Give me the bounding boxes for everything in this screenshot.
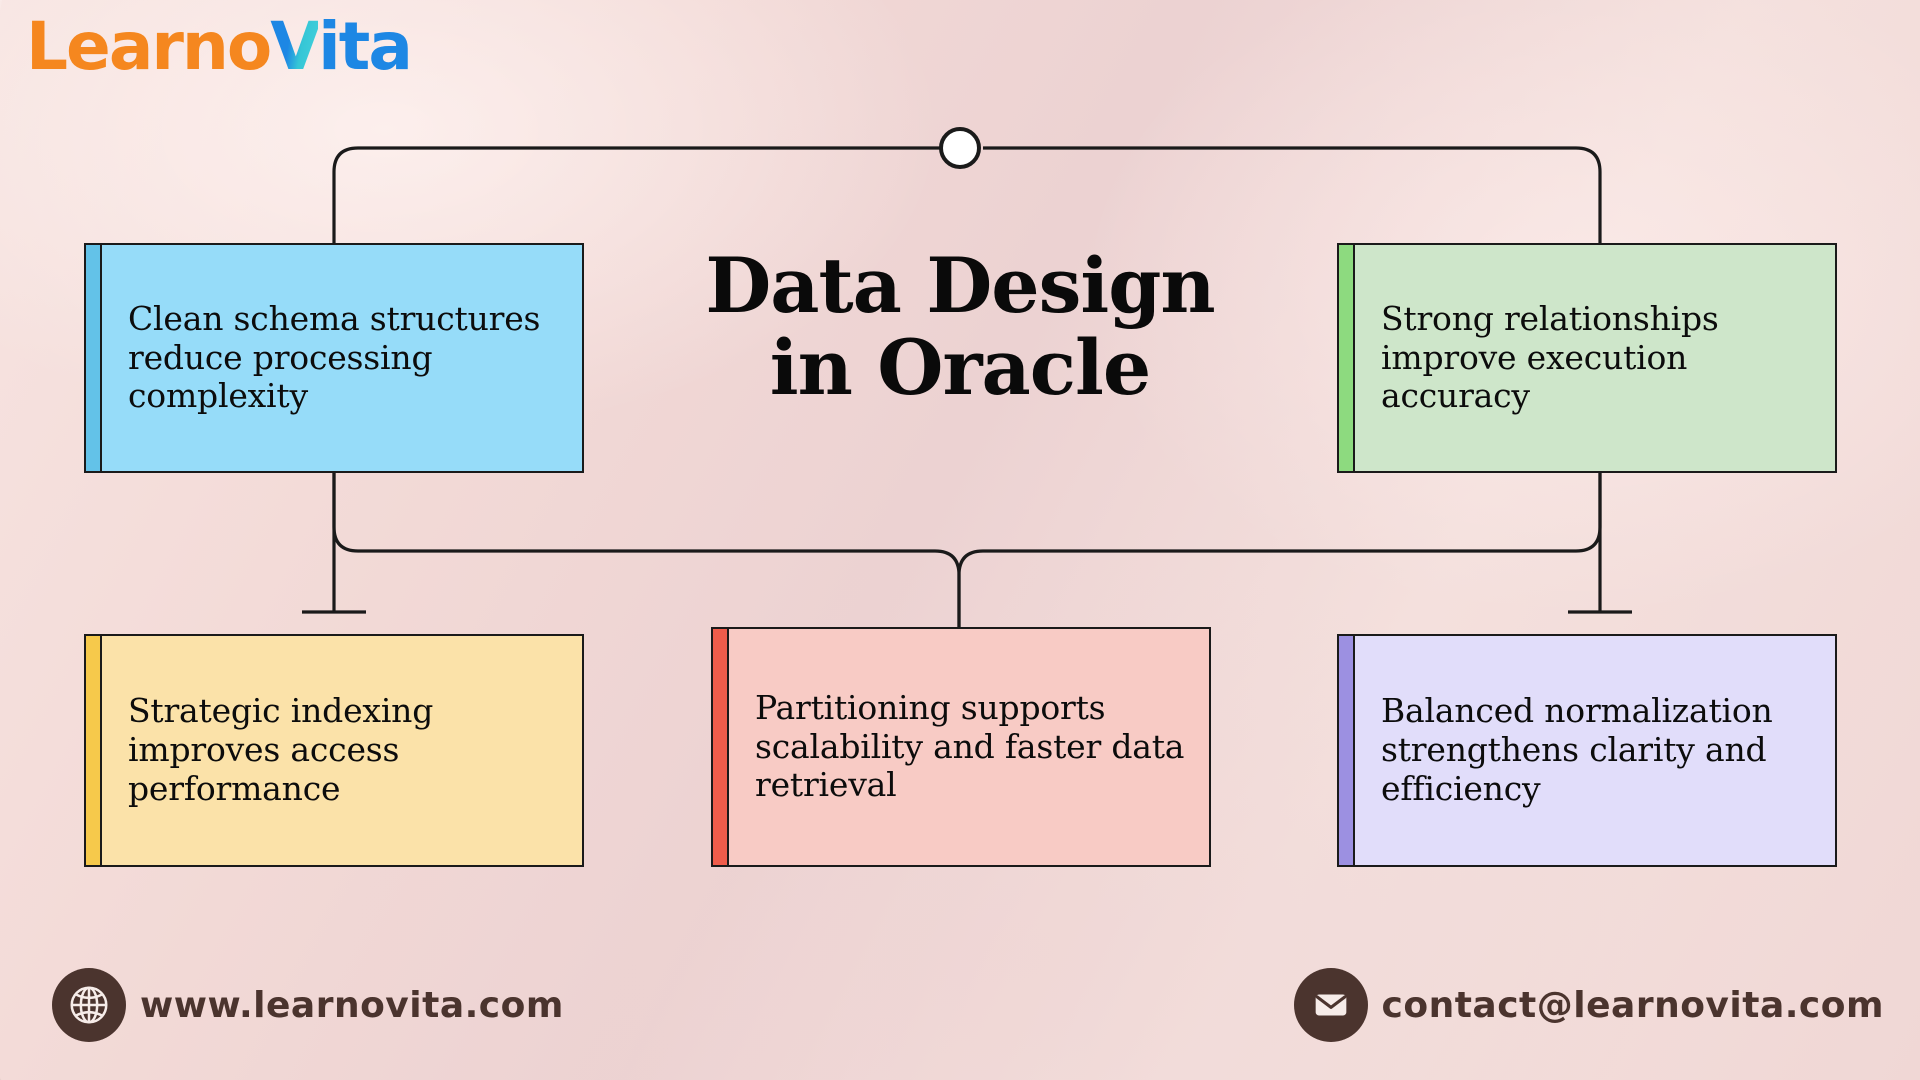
learnovita-logo: LearnoVita <box>26 14 413 80</box>
card-accent-bar <box>1339 245 1355 471</box>
logo-text-learno: Learno <box>26 8 272 85</box>
logo-text-v: V <box>270 8 320 85</box>
card-partitioning[interactable]: Partitioning supports scalability and fa… <box>711 627 1211 867</box>
card-strong-relationships[interactable]: Strong relationships improve execution a… <box>1337 243 1837 473</box>
globe-icon <box>52 968 126 1042</box>
wire-mid-left <box>332 473 961 627</box>
wire-top-left <box>332 146 945 243</box>
page-title: Data Design in Oracle <box>640 241 1280 413</box>
card-text: Strategic indexing improves access perfo… <box>128 691 434 808</box>
card-text: Clean schema structures reduce processin… <box>128 298 541 416</box>
card-body: Partitioning supports scalability and fa… <box>729 629 1209 865</box>
hub-circle-icon <box>939 127 981 169</box>
footer-website[interactable]: www.learnovita.com <box>52 968 564 1042</box>
card-body: Strategic indexing improves access perfo… <box>102 636 582 865</box>
card-accent-bar <box>713 629 729 865</box>
card-accent-bar <box>86 245 102 471</box>
email-label: contact@learnovita.com <box>1381 984 1884 1026</box>
card-balanced-normalization[interactable]: Balanced normalization strengthens clari… <box>1337 634 1837 867</box>
wire-mid-right <box>957 473 1602 627</box>
card-body: Balanced normalization strengthens clari… <box>1355 636 1835 865</box>
page-title-line-2: in Oracle <box>769 323 1152 413</box>
website-label: www.learnovita.com <box>140 984 564 1026</box>
envelope-icon <box>1293 968 1368 1042</box>
logo-text-ita: ita <box>318 8 413 85</box>
page-title-line-1: Data Design <box>705 241 1215 330</box>
footer-email[interactable]: contact@learnovita.com <box>1293 968 1884 1042</box>
wire-top-right <box>983 146 1602 243</box>
card-accent-bar <box>86 636 102 865</box>
card-body: Strong relationships improve execution a… <box>1355 245 1835 471</box>
card-text: Partitioning supports scalability and fa… <box>755 687 1185 805</box>
card-body: Clean schema structures reduce processin… <box>102 245 582 471</box>
card-text: Strong relationships improve execution a… <box>1381 298 1719 416</box>
card-clean-schema[interactable]: Clean schema structures reduce processin… <box>84 243 584 473</box>
card-strategic-indexing[interactable]: Strategic indexing improves access perfo… <box>84 634 584 867</box>
card-accent-bar <box>1339 636 1355 865</box>
card-text: Balanced normalization strengthens clari… <box>1381 691 1773 808</box>
